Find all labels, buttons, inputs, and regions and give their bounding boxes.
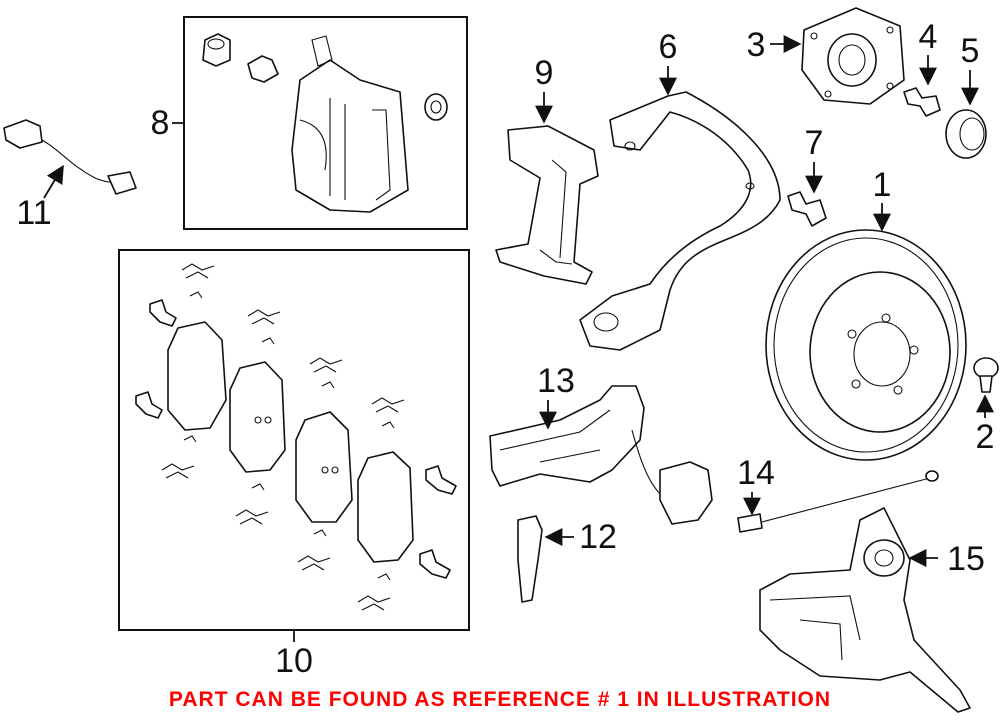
hub-bolt[interactable]	[903, 87, 941, 117]
callout-4: 4	[919, 18, 938, 86]
caliper-assembly[interactable]	[202, 33, 448, 213]
callout-14: 14	[737, 454, 775, 516]
svg-text:8: 8	[151, 104, 170, 142]
hub-cap[interactable]	[945, 109, 987, 159]
callout-15: 15	[908, 540, 985, 578]
svg-text:9: 9	[535, 54, 554, 92]
callout-3: 3	[747, 26, 802, 64]
svg-text:12: 12	[579, 518, 617, 556]
callout-10: 10	[275, 630, 313, 680]
svg-text:11: 11	[16, 194, 51, 232]
callout-12: 12	[544, 518, 617, 556]
callout-6: 6	[659, 28, 678, 96]
rotor-screw[interactable]	[973, 357, 999, 393]
callout-5: 5	[961, 32, 980, 106]
parking-brake-caliper[interactable]	[759, 507, 971, 713]
brake-rotor[interactable]	[765, 229, 967, 461]
svg-text:2: 2	[976, 418, 995, 456]
svg-text:4: 4	[919, 18, 938, 56]
brake-pad-set[interactable]	[135, 263, 457, 611]
callout-13: 13	[537, 362, 575, 430]
callout-1: 1	[873, 166, 892, 232]
pad-kit-box	[118, 249, 470, 631]
svg-text:5: 5	[961, 32, 980, 70]
pad-wear-sensor[interactable]	[737, 470, 939, 533]
caliper-bracket[interactable]	[495, 125, 599, 285]
sensor-harness-bracket[interactable]	[489, 385, 713, 525]
shield-bolt[interactable]	[787, 191, 827, 227]
svg-text:1: 1	[873, 166, 892, 204]
callout-9: 9	[535, 54, 554, 124]
callout-8: 8	[151, 104, 184, 142]
wheel-hub[interactable]	[801, 7, 905, 105]
svg-text:10: 10	[275, 642, 313, 680]
abs-sensor[interactable]	[517, 515, 543, 603]
reference-note: PART CAN BE FOUND AS REFERENCE # 1 IN IL…	[168, 688, 832, 711]
callout-11: 11	[16, 164, 64, 232]
wear-sensor-wire[interactable]	[3, 119, 137, 195]
callout-2: 2	[976, 394, 995, 456]
dust-shield[interactable]	[579, 91, 781, 351]
svg-text:15: 15	[947, 540, 985, 578]
svg-text:13: 13	[537, 362, 575, 400]
svg-text:6: 6	[659, 28, 678, 66]
callout-7: 7	[805, 124, 824, 194]
svg-text:14: 14	[737, 454, 775, 492]
svg-text:3: 3	[747, 26, 766, 64]
svg-text:7: 7	[805, 124, 824, 162]
